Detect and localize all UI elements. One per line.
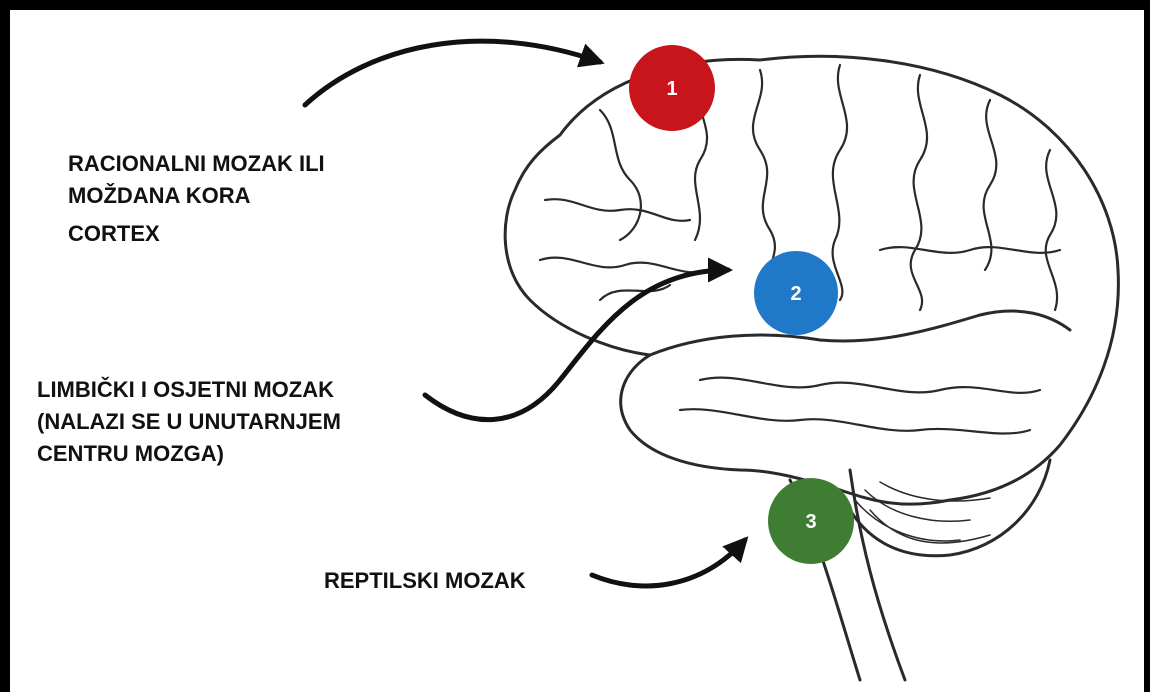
cerebellum-outline [838,458,1052,558]
marker-1: 1 [629,45,715,131]
arrows [302,38,749,589]
label-cortex: CORTEX [68,221,160,246]
marker-2: 2 [754,251,838,335]
marker-3: 3 [768,478,854,564]
arrow-3 [589,536,749,589]
marker-1-number: 1 [666,78,677,100]
label-rational-brain: RACIONALNI MOZAK ILI MOŽDANA KORA [68,151,325,208]
brain-illustration [503,54,1120,682]
cerebellum-lines [854,481,991,544]
marker-2-number: 2 [790,283,801,305]
arrow-1 [302,38,605,108]
cerebrum-outline [503,54,1120,506]
label-limbic-brain: LIMBIČKI I OSJETNI MOZAK (NALAZI SE U UN… [37,377,341,466]
arrow-2 [422,257,733,423]
gyri-lines [538,63,1062,435]
temporal-lobe-line [648,309,1072,357]
marker-3-number: 3 [805,511,816,533]
marker-2-circle [754,251,838,335]
label-reptilian-brain: REPTILSKI MOZAK [324,568,526,593]
marker-1-circle [629,45,715,131]
marker-3-circle [768,478,854,564]
